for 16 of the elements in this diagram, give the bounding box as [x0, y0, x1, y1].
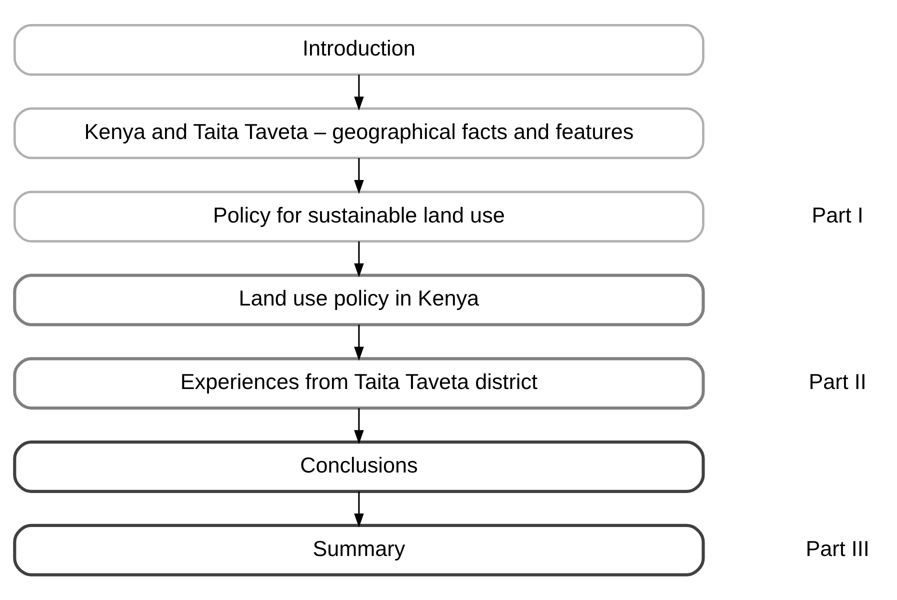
node-box: Experiences from Taita Taveta district: [13, 357, 705, 410]
node-box: Introduction: [14, 24, 704, 76]
arrow: [354, 324, 364, 361]
node-box: Kenya and Taita Taveta – geographical facts and features: [14, 107, 704, 160]
label: Part I: [812, 202, 864, 228]
arrow: [354, 492, 364, 528]
arrow: [354, 158, 364, 194]
node-box: Conclusions: [13, 440, 705, 493]
label: Part II: [808, 369, 866, 394]
node-box: Policy for sustainable land use: [14, 190, 704, 242]
arrow: [354, 408, 364, 444]
arrow: [354, 74, 364, 111]
label: Part III: [806, 536, 870, 561]
arrow: [354, 241, 364, 278]
node-box: Land use policy in Kenya: [13, 274, 705, 326]
node-box: Summary: [13, 524, 705, 576]
